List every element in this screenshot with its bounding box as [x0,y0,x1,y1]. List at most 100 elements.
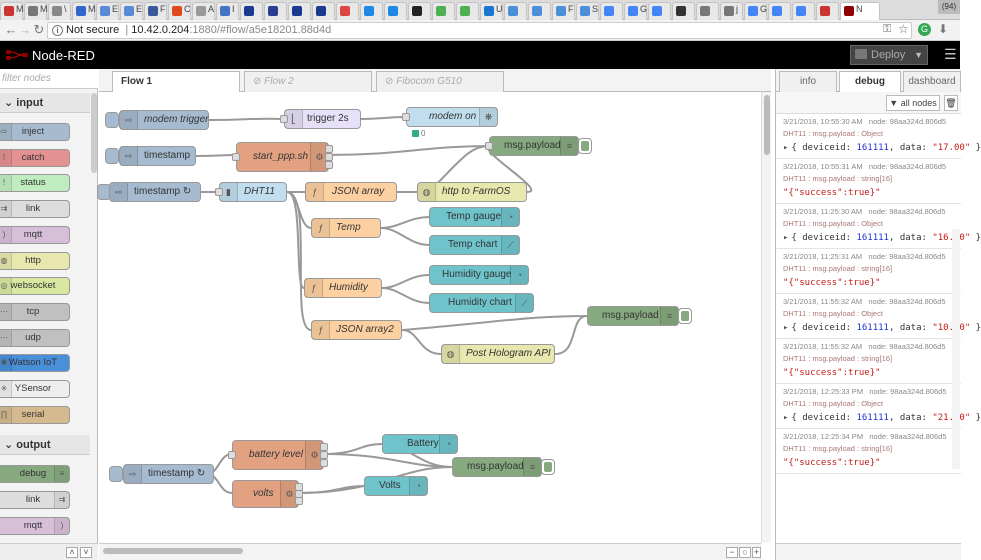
palette-node-ysensor[interactable]: ✳YSensor [0,380,70,398]
key-icon[interactable]: ⚿ [883,23,892,35]
tab-flow-1[interactable]: Flow 1 [112,71,240,93]
debug-toggle-button[interactable] [541,459,555,475]
node-volts[interactable]: volts ⚙ [232,480,303,508]
browser-tab[interactable] [360,2,383,20]
input-port[interactable] [485,142,493,150]
node-timestamp-repeat-2[interactable]: ⇨ timestamp ↻ [123,464,214,484]
zoom-in-icon[interactable]: + [752,547,761,558]
output-port[interactable] [295,497,303,505]
tab-flow-2[interactable]: ⊘ Flow 2 [244,71,372,92]
palette-node-http[interactable]: ◍http [0,251,70,270]
debug-payload[interactable]: ▸{ deviceid: 161111, data: "10.00" } [783,323,981,333]
node-debug-msg-payload-2[interactable]: msg.payload ≡ [587,306,679,326]
input-port[interactable] [215,188,223,196]
palette-node-mqtt[interactable]: mqtt) [0,517,70,535]
output-port[interactable] [325,161,333,169]
node-timestamp[interactable]: ⇨ timestamp [119,146,196,166]
palette-scrollbar[interactable] [91,93,97,173]
node-debug-msg-payload[interactable]: msg.payload ≡ [485,136,579,156]
tab-debug[interactable]: debug [839,71,901,93]
clear-trash-icon[interactable]: 🗑 [944,95,958,111]
browser-tab[interactable]: I [216,2,239,20]
inject-button[interactable] [105,112,119,128]
browser-tab[interactable] [312,2,335,20]
browser-tab[interactable] [768,2,791,20]
debug-payload[interactable]: ▸{ deviceid: 161111, data: "17.00" } [783,143,981,153]
browser-tab[interactable] [792,2,815,20]
palette-node-watson-iot[interactable]: ✺Watson IoT [0,354,70,373]
output-port[interactable] [325,153,333,161]
browser-tab[interactable] [600,2,623,20]
node-temp-chart[interactable]: Temp chart ⟋ [429,235,520,255]
node-http-farmos[interactable]: ◍ http to FarmOS [417,182,527,202]
browser-tab[interactable] [504,2,527,20]
browser-tab[interactable] [696,2,719,20]
debug-payload[interactable]: ▸{ deviceid: 161111, data: "21.00" } [783,413,981,423]
node-battery-level[interactable]: battery level ⚙ [228,440,328,470]
browser-tab[interactable]: j [720,2,743,20]
palette-category-input[interactable]: ⌄ input [0,93,90,113]
menu-icon[interactable]: ☰ [944,46,957,62]
info-icon[interactable]: i [52,25,63,36]
browser-tab[interactable] [816,2,839,20]
expand-caret-icon[interactable]: ▸ [783,143,789,153]
palette-category-output[interactable]: ⌄ output [0,435,90,455]
node-timestamp-repeat[interactable]: ⇨ timestamp ↻ [109,182,201,202]
tab-info[interactable]: info [779,71,837,92]
node-start-ppp[interactable]: start_ppp.sh ⚙ [232,142,333,172]
browser-tab[interactable]: C [168,2,191,20]
node-humidity[interactable]: ƒ Humidity [304,278,382,298]
browser-tab[interactable]: M [0,2,24,20]
canvas-vertical-scrollbar[interactable] [761,92,771,543]
node-post-hologram[interactable]: ◍ Post Hologram API [441,344,555,364]
node-battery-gauge[interactable]: Battery ◔ [382,434,458,454]
node-temp-gauge[interactable]: Temp gauge ◔ [429,207,520,227]
reload-icon[interactable]: ↻ [33,22,45,37]
palette-node-inject[interactable]: ⇨inject [0,123,70,141]
browser-tab[interactable] [432,2,455,20]
node-humidity-gauge[interactable]: Humidity gauge ◔ [429,265,529,285]
output-port[interactable] [320,451,328,459]
inject-button[interactable] [109,466,123,482]
browser-tab[interactable] [384,2,407,20]
node-debug-msg-payload-3[interactable]: msg.payload ≡ [452,457,542,477]
node-modem-trigger[interactable]: ⇨ modem trigger [119,110,209,130]
node-dht11[interactable]: ▮ DHT11 [215,182,287,202]
filter-all-nodes-button[interactable]: ▼ all nodes [886,95,940,111]
window-label[interactable]: (94) [938,0,960,14]
inject-button[interactable] [105,148,119,164]
debug-scrollbar[interactable] [952,229,960,469]
input-port[interactable] [232,153,240,161]
deploy-button[interactable]: Deploy ▼ [850,45,928,65]
node-temp[interactable]: ƒ Temp [311,218,381,238]
palette-node-udp[interactable]: ⋯udp [0,328,70,347]
output-port[interactable] [325,145,333,153]
download-icon[interactable]: ⬇ [938,22,949,36]
palette-node-tcp[interactable]: ⋯tcp [0,302,70,321]
browser-tab[interactable]: M [72,2,96,20]
palette-node-catch[interactable]: !catch [0,148,70,167]
expand-all-icon[interactable]: ˅ [80,547,92,558]
flow-canvas[interactable]: ⇨ modem trigger ⎣ trigger 2s modem on ❋ … [97,92,761,543]
debug-payload[interactable]: ▸{ deviceid: 161111, data: "16.00" } [783,233,981,243]
chevron-down-icon[interactable]: ▼ [914,50,923,60]
output-port[interactable] [320,459,328,467]
input-port[interactable] [280,115,288,123]
node-trigger-2s[interactable]: ⎣ trigger 2s [280,109,361,129]
tab-fibocom[interactable]: ⊘ Fibocom G510 [376,71,504,92]
palette-node-debug[interactable]: debug≡ [0,465,70,483]
palette-node-serial[interactable]: ∏serial [0,405,70,424]
node-modem-on[interactable]: modem on ❋ [402,107,498,127]
collapse-all-icon[interactable]: ˄ [66,547,78,558]
browser-tab[interactable]: \ [48,2,71,20]
tab-dashboard[interactable]: dashboard [903,71,961,92]
expand-caret-icon[interactable]: ▸ [783,323,789,333]
browser-tab[interactable] [528,2,551,20]
canvas-horizontal-scrollbar[interactable]: − ○ + [99,543,761,560]
expand-caret-icon[interactable]: ▸ [783,233,789,243]
browser-tab[interactable] [456,2,479,20]
zoom-reset-icon[interactable]: ○ [739,547,751,558]
browser-tab[interactable]: A [192,2,215,20]
zoom-out-icon[interactable]: − [726,547,738,558]
